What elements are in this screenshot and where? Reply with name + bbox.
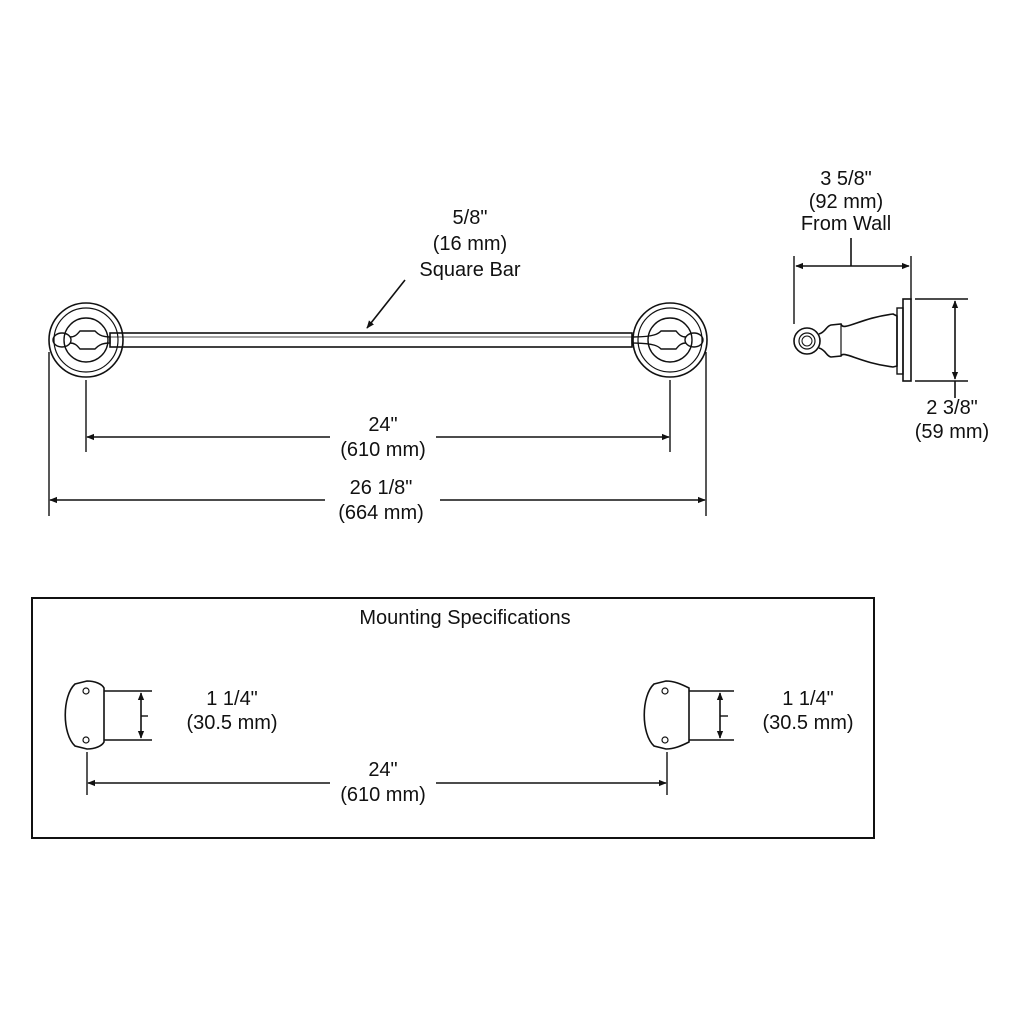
left-mounting-bracket <box>64 680 105 750</box>
overall-length-in: 26 1/8" <box>350 477 413 499</box>
overall-length-mm: (664 mm) <box>338 502 424 524</box>
right-post <box>631 302 708 378</box>
bracket-spacing-in: 24" <box>368 759 397 781</box>
bar-leader-arrow <box>366 279 406 329</box>
bar-size-label: 5/8" <box>453 207 488 229</box>
front-view: 5/8" (16 mm) Square Bar 24" (610 mm) 26 … <box>48 207 708 524</box>
height-mm: (59 mm) <box>915 421 989 443</box>
bracket-spacing-mm: (610 mm) <box>340 784 426 806</box>
right-hole-spacing-mm: (30.5 mm) <box>762 712 853 734</box>
inner-length-in: 24" <box>368 414 397 436</box>
left-post <box>48 302 124 378</box>
right-mounting-bracket <box>643 680 690 750</box>
projection-mm: (92 mm) <box>809 191 883 213</box>
side-view: 3 5/8" (92 mm) From Wall 2 3/8" (59 mm) <box>793 168 989 443</box>
bar-type-label: Square Bar <box>419 259 521 281</box>
right-hole-spacing-in: 1 1/4" <box>782 688 834 710</box>
inner-length-mm: (610 mm) <box>340 439 426 461</box>
bar-end <box>793 327 821 355</box>
post-profile <box>818 313 898 368</box>
wall-backplate <box>896 307 904 375</box>
mounting-specifications-panel: Mounting Specifications 1 1/4" (30.5 mm)… <box>31 597 875 839</box>
mounting-title: Mounting Specifications <box>359 607 570 629</box>
left-hole-spacing-mm: (30.5 mm) <box>186 712 277 734</box>
left-hole-spacing-in: 1 1/4" <box>206 688 258 710</box>
mounting-box <box>31 597 875 839</box>
square-bar <box>109 332 633 348</box>
projection-in: 3 5/8" <box>820 168 872 190</box>
projection-note: From Wall <box>801 213 891 235</box>
height-in: 2 3/8" <box>926 397 978 419</box>
bar-size-mm-label: (16 mm) <box>433 233 507 255</box>
